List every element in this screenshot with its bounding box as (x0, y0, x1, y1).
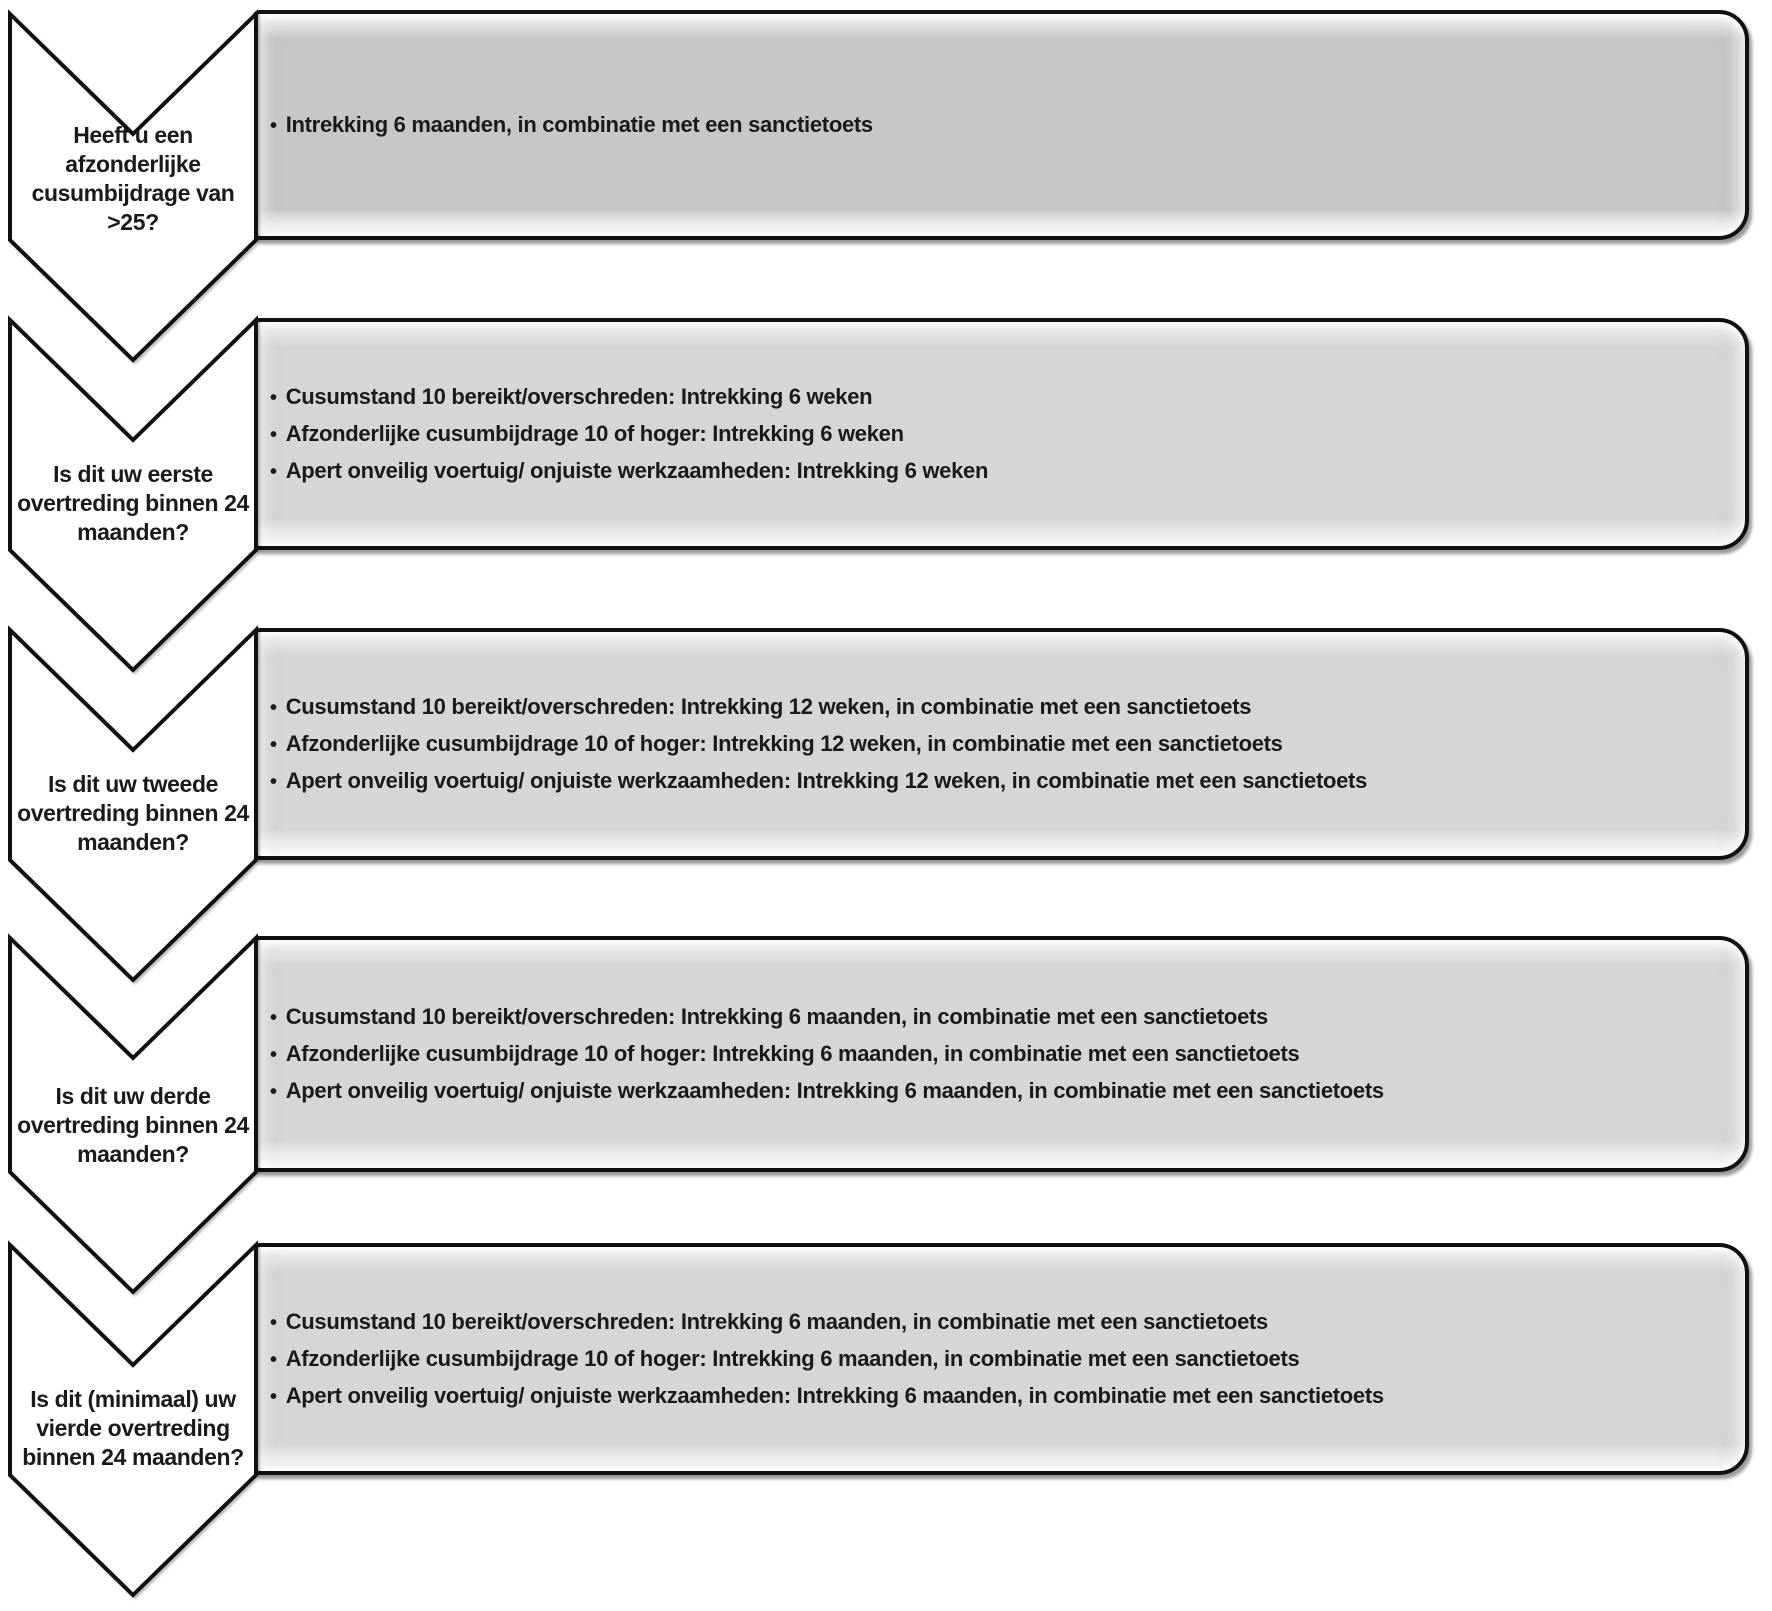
bullet-text: Apert onveilig voertuig/ onjuiste werkza… (285, 767, 1368, 793)
bullet-item: • Apert onveilig voertuig/ onjuiste werkz… (270, 763, 1715, 800)
bullet-item: • Cusumstand 10 bereikt/overschreden: Int… (270, 1304, 1715, 1341)
bullet-text: Apert onveilig voertuig/ onjuiste werkza… (285, 1077, 1384, 1103)
result-box-5: • Cusumstand 10 bereikt/overschreden: Int… (252, 1243, 1749, 1475)
bullet-icon: • (270, 770, 277, 793)
bullet-text: Intrekking 6 maanden, in combinatie met … (285, 111, 873, 137)
bullet-icon: • (270, 1311, 277, 1334)
bullet-item: • Cusumstand 10 bereikt/overschreden: Int… (270, 379, 1715, 416)
bullet-text: Cusumstand 10 bereikt/overschreden: Intr… (285, 1003, 1269, 1029)
bullet-text: Afzonderlijke cusumbijdrage 10 of hoger:… (285, 420, 904, 446)
bullet-item: • Afzonderlijke cusumbijdrage 10 of hoger… (270, 1036, 1715, 1073)
bullet-text: Afzonderlijke cusumbijdrage 10 of hoger:… (285, 1040, 1300, 1066)
bullet-item: • Cusumstand 10 bereikt/overschreden: Int… (270, 689, 1715, 726)
bullet-text: Afzonderlijke cusumbijdrage 10 of hoger:… (285, 730, 1283, 756)
bullet-item: • Cusumstand 10 bereikt/overschreden: Int… (270, 999, 1715, 1036)
question-label-2: Is dit uw eerste overtreding binnen 24 m… (17, 461, 249, 545)
bullet-item: • Apert onveilig voertuig/ onjuiste werkz… (270, 453, 1715, 490)
bullet-item: • Intrekking 6 maanden, in combinatie met… (270, 107, 1715, 144)
bullet-text: Cusumstand 10 bereikt/overschreden: Intr… (285, 383, 873, 409)
bullet-icon: • (270, 114, 277, 137)
bullet-item: • Afzonderlijke cusumbijdrage 10 of hoger… (270, 726, 1715, 763)
result-box-2: • Cusumstand 10 bereikt/overschreden: Int… (252, 318, 1749, 550)
question-label-5: Is dit (minimaal) uw vierde overtreding … (22, 1386, 244, 1470)
bullet-icon: • (270, 1006, 277, 1029)
bullet-text: Cusumstand 10 bereikt/overschreden: Intr… (285, 1308, 1269, 1334)
bullet-item: • Apert onveilig voertuig/ onjuiste werkz… (270, 1378, 1715, 1415)
result-box-3: • Cusumstand 10 bereikt/overschreden: Int… (252, 628, 1749, 860)
bullet-icon: • (270, 1348, 277, 1371)
question-label-4: Is dit uw derde overtreding binnen 24 ma… (17, 1083, 249, 1167)
bullet-text: Cusumstand 10 bereikt/overschreden: Intr… (285, 693, 1252, 719)
bullet-icon: • (270, 1043, 277, 1066)
result-box-4: • Cusumstand 10 bereikt/overschreden: Int… (252, 936, 1749, 1172)
bullet-icon: • (270, 386, 277, 409)
bullet-text: Apert onveilig voertuig/ onjuiste werkza… (285, 1382, 1384, 1408)
question-label-3: Is dit uw tweede overtreding binnen 24 m… (17, 771, 249, 855)
result-box-1: • Intrekking 6 maanden, in combinatie met… (252, 10, 1749, 240)
bullet-icon: • (270, 1080, 277, 1103)
bullet-item: • Afzonderlijke cusumbijdrage 10 of hoger… (270, 416, 1715, 453)
bullet-text: Apert onveilig voertuig/ onjuiste werkza… (285, 457, 989, 483)
bullet-item: • Afzonderlijke cusumbijdrage 10 of hoger… (270, 1341, 1715, 1378)
bullet-icon: • (270, 733, 277, 756)
bullet-icon: • (270, 696, 277, 719)
bullet-icon: • (270, 423, 277, 446)
bullet-text: Afzonderlijke cusumbijdrage 10 of hoger:… (285, 1345, 1300, 1371)
bullet-icon: • (270, 460, 277, 483)
bullet-item: • Apert onveilig voertuig/ onjuiste werkz… (270, 1073, 1715, 1110)
bullet-icon: • (270, 1385, 277, 1408)
question-label-1: Heeft u een afzonderlijke cusumbijdrage … (31, 122, 235, 235)
